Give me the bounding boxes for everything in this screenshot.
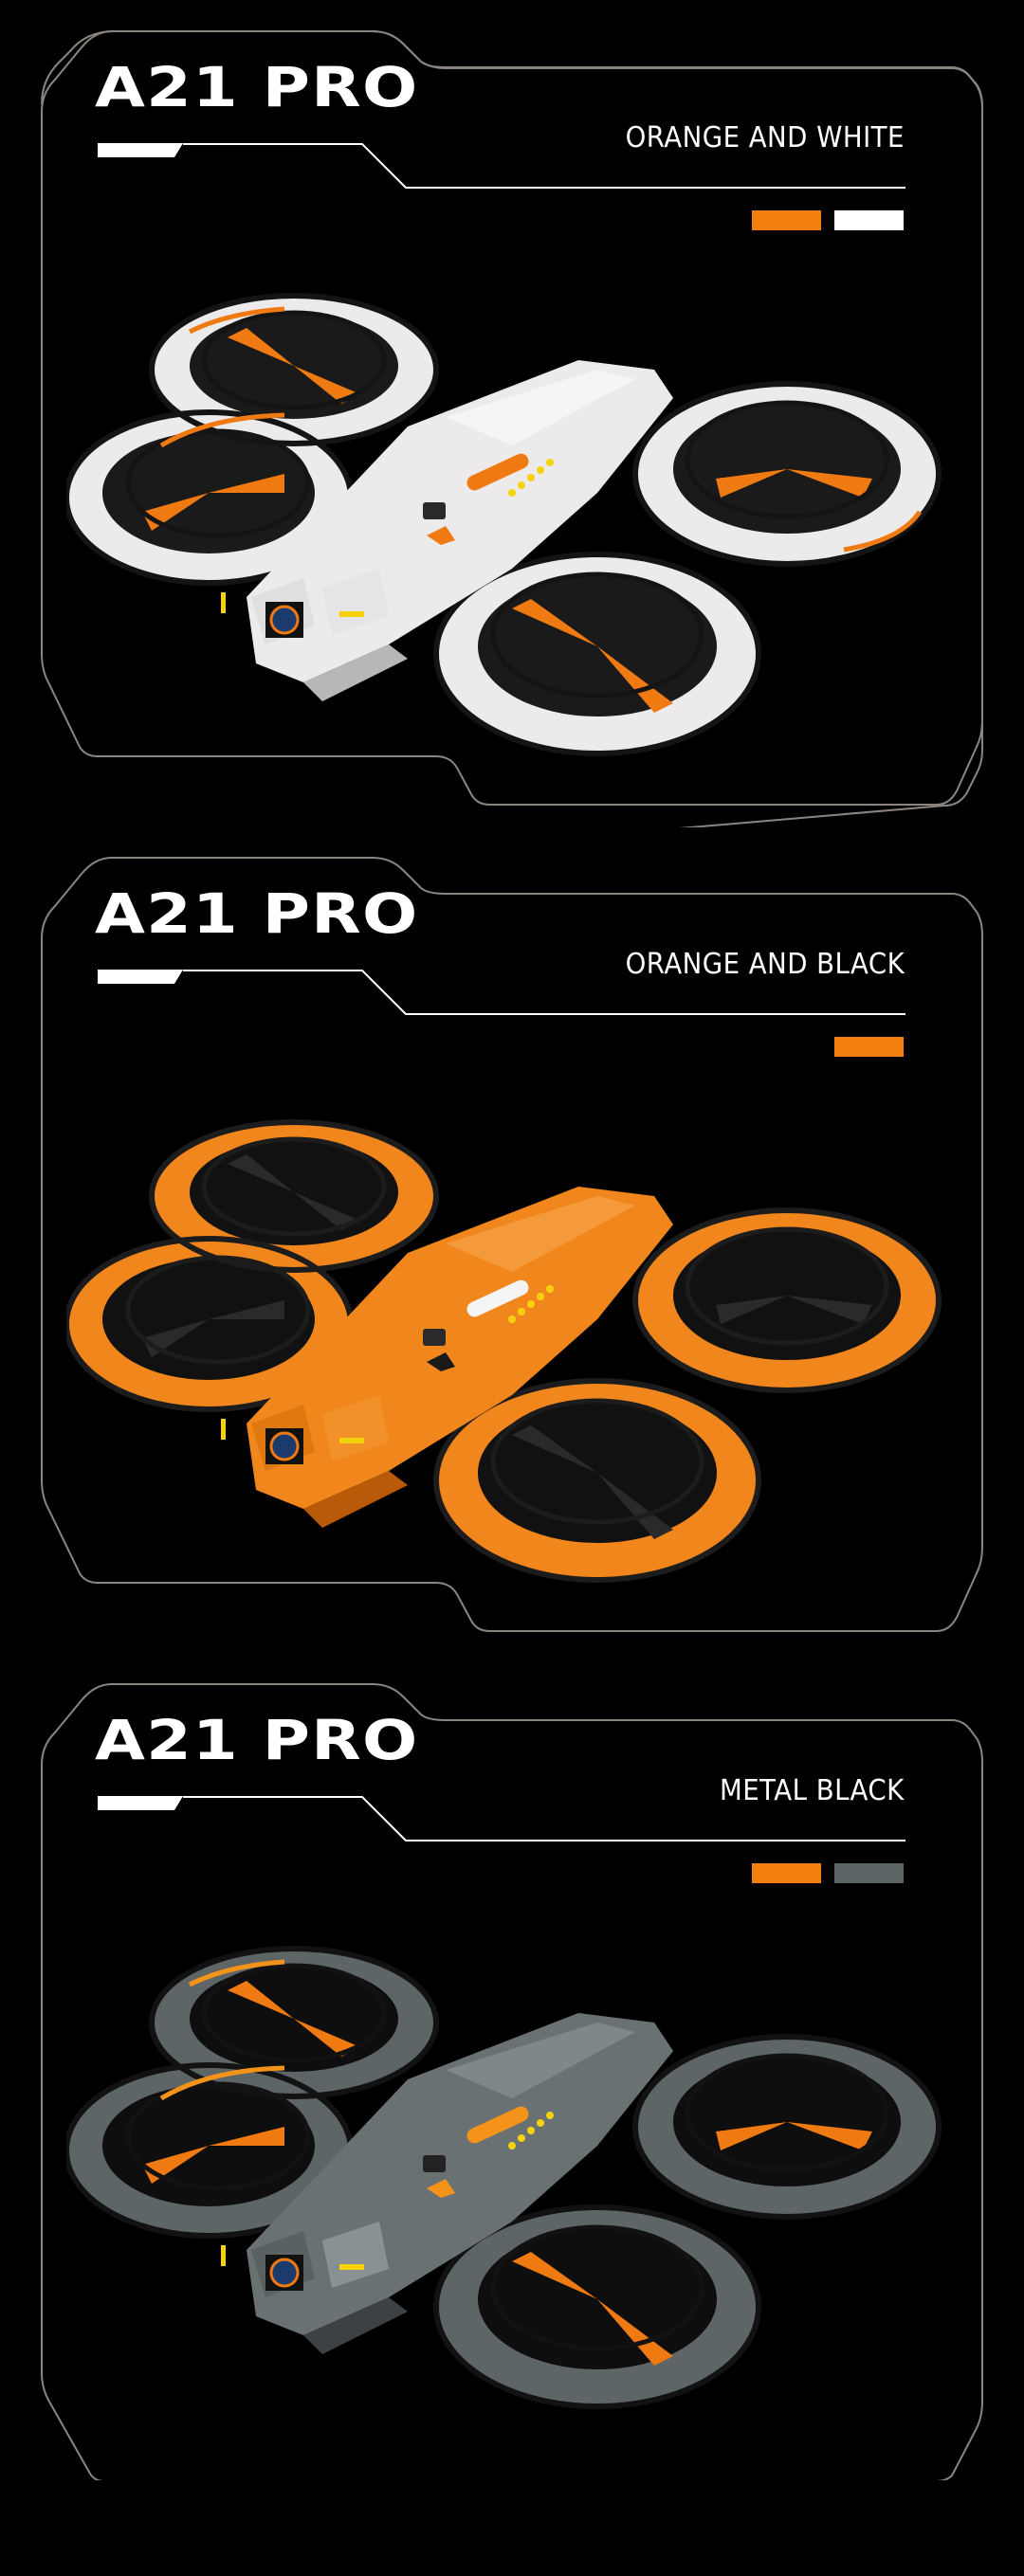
- title-underline: [98, 143, 905, 189]
- color-name: ORANGE AND WHITE: [625, 121, 905, 154]
- color-swatches: [752, 1863, 904, 1883]
- product-title: A21 PRO: [95, 55, 419, 119]
- drone-image-orange-black: [66, 1119, 942, 1583]
- drone-illustration: [66, 293, 942, 756]
- panel-outline: [41, 857, 983, 1632]
- color-name: ORANGE AND BLACK: [625, 948, 905, 981]
- swatch-orange: [752, 210, 821, 230]
- swatch-orange: [752, 1863, 821, 1883]
- variant-panel-orange-black: A21 PRO ORANGE AND BLACK: [0, 826, 1024, 1654]
- panel-outline: [41, 1683, 983, 2480]
- variant-panel-orange-white: A21 PRO ORANGE AND WHITE: [0, 0, 1024, 827]
- title-underline: [98, 1796, 905, 1841]
- title-underline: [98, 970, 905, 1015]
- panel-outline: [41, 30, 983, 806]
- color-name: METAL BLACK: [720, 1774, 905, 1807]
- drone-image-metal-black: [66, 1946, 942, 2409]
- product-title: A21 PRO: [95, 881, 419, 946]
- product-title: A21 PRO: [95, 1708, 419, 1772]
- color-swatches: [752, 210, 904, 230]
- variant-panel-metal-black: A21 PRO METAL BLACK: [0, 1653, 1024, 2480]
- drone-illustration: [66, 1119, 942, 1583]
- swatch-metal-gray: [834, 1863, 904, 1883]
- swatch-orange: [834, 1037, 904, 1057]
- drone-image-orange-white: [66, 293, 942, 756]
- swatch-white: [834, 210, 904, 230]
- color-swatches: [834, 1037, 904, 1057]
- drone-illustration: [66, 1946, 942, 2409]
